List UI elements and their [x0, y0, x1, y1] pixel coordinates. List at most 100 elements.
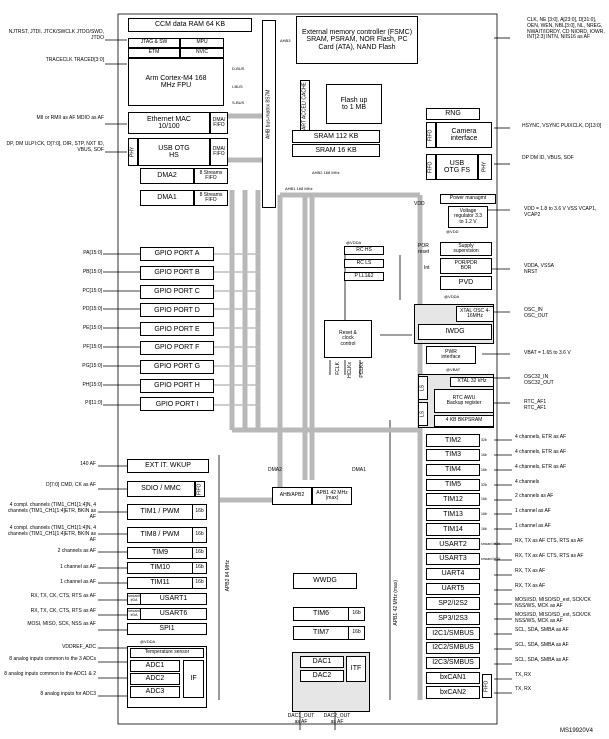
- apb1-periph-2: TIM3: [426, 448, 480, 462]
- jtag-signals: NJTRST, JTDI, JTCK/SWCLK JTDO/SWD, JTDO: [8, 29, 104, 41]
- pll: P LL1&2: [344, 272, 384, 281]
- vdda-signals: VDDA, VSSA NRST: [524, 263, 554, 275]
- apb1-periph-bits-2: 16b: [481, 452, 487, 457]
- gpio-pins-7: PG[15:0]: [82, 362, 102, 369]
- gpio-bus-taps: [214, 253, 260, 406]
- spi1-signals: MOSI, MISO, SCK, NSS as AF: [27, 621, 96, 627]
- int-label: Int: [424, 265, 430, 271]
- usart6-smcard: smcard irDA: [127, 608, 141, 620]
- apb1-periph-bits-8: smcard irDA: [481, 541, 501, 546]
- spi1: SPI1: [127, 623, 207, 635]
- apb1-periph-13: SP3/I2S3: [426, 612, 480, 625]
- tim8-bits: 16b: [193, 527, 207, 543]
- reset-clock-control: Reset & clock control: [324, 320, 372, 358]
- gpio-pins-8: PH[15:0]: [82, 381, 102, 388]
- tim1-pwm: TIM1 / PWM: [127, 504, 193, 520]
- apb1-periph-10: UART4: [426, 567, 480, 581]
- flash-block: Flash up to 1 MB: [326, 84, 382, 124]
- ahb-apb2-bridge: AHB/APB2: [272, 487, 312, 505]
- sbus-label: S-BUS: [232, 100, 245, 105]
- adc3: ADC3: [130, 686, 180, 698]
- camera-fifo: FIFO: [426, 122, 436, 148]
- osc-signals: OSC_IN OSC_OUT: [524, 307, 549, 319]
- sram-16: SRAM 16 KB: [292, 144, 380, 157]
- apb1-periph-18: bxCAN2: [426, 686, 480, 699]
- dma1-streams: 8 Streams FIFO: [194, 190, 228, 206]
- tim10: TIM10: [127, 562, 193, 574]
- tim9-bits: 16b: [193, 547, 207, 559]
- tim9-signals: 2 channels as AF: [57, 548, 96, 554]
- hclk-label: HCLKx: [347, 362, 353, 378]
- osc32-signals: OSC32_IN OSC32_OUT: [524, 374, 554, 386]
- apb1-periph-bits-9: smcard irDA: [481, 556, 501, 561]
- apb1-periph-signals-4: 4 channels: [515, 478, 540, 485]
- gpio-pins-9: PI[11:0]: [85, 400, 102, 407]
- por-reset-label: POR reset: [418, 243, 430, 255]
- fclk-label: FCLK: [335, 362, 341, 375]
- usb-hs-phy: PHY: [128, 138, 138, 166]
- apb1-periph-signals-14: SCL, SDA, SMBA as AF: [515, 627, 569, 634]
- nvic-block: NVIC: [180, 48, 224, 58]
- usb-fs-phy: PHY: [478, 154, 492, 180]
- usart1: USART1: [141, 593, 207, 605]
- apb1-periph-bits-1: 32b: [481, 438, 487, 442]
- rc-hs: RC HS: [344, 246, 384, 255]
- xtal-32k: XTAL 32 kHz: [450, 377, 494, 387]
- apb1-periph-9: USART3: [426, 552, 480, 566]
- usb-hs-signals: DP, DM ULPI:CK, D[7:0], DIR, STP, NXT ID…: [6, 141, 104, 153]
- vbat-signal: VBAT = 1.65 to 3.6 V: [524, 350, 571, 356]
- apb1-periph-signals-11: RX, TX as AF: [515, 582, 546, 589]
- tim11-bits: 16b: [193, 577, 207, 589]
- adc-common-3: 8 analog inputs common to the 3 ADCs: [9, 656, 96, 662]
- pwr-interface: PWR interface: [426, 346, 476, 364]
- adc2: ADC2: [130, 673, 180, 685]
- mpu-block: MPU: [180, 38, 224, 48]
- apb1-periph-signals-9: RX, TX as AF CTS, RTS as AF: [515, 552, 584, 559]
- figure-code: MS19920V4: [560, 728, 594, 734]
- apb1-periph-bits-4: 32b: [481, 482, 487, 487]
- vddref-adc: VDDREF_ADC: [62, 644, 96, 650]
- camera-signals: HSYNC, VSYNC PUIXCLK, D[13:0]: [522, 123, 602, 129]
- gpio-port-2: GPIO PORT B: [140, 265, 214, 280]
- dma2-link-label: DMA2: [268, 467, 282, 473]
- apb1-periph-12: SP2/I2S2: [426, 597, 480, 610]
- rtc-block: RTC AWU Backup register: [434, 389, 494, 413]
- tim7: TIM7: [293, 626, 349, 640]
- rng-block: RNG: [426, 108, 480, 120]
- usart1-signals: RX, TX, CK, CTS, RTS as AF: [30, 593, 96, 599]
- ext-it-signals: 140 AF: [80, 461, 96, 467]
- usart6-signals: RX, TX, CK, CTS, RTS as AF: [30, 608, 96, 614]
- rtc-af-signals: RTC_AF1 RTC_AF1: [524, 399, 547, 411]
- usb-fs-fifo: FIFO: [426, 154, 436, 180]
- gpio-pins-3: PC[15:0]: [82, 287, 102, 294]
- tim1-bits: 16b: [193, 504, 207, 520]
- apb1-periph-5: TIM12: [426, 493, 480, 506]
- wwdg: WWDG: [293, 573, 357, 589]
- vdd-label: VDD: [414, 201, 425, 207]
- usart1-smcard: smcard irDA: [127, 593, 141, 605]
- gpio-port-1: GPIO PORT A: [140, 247, 214, 261]
- voltage-regulator: Voltage regulator 3.3 to 1.2 V: [448, 206, 488, 228]
- gpio-pins-1: PA[15:0]: [83, 250, 102, 256]
- tim8-signals: 4 compl. channels (TIM1_CH1[1:4]N, 4 cha…: [7, 525, 96, 543]
- vbat-tag: @VBAT: [446, 367, 461, 372]
- apb1-periph-signals-17: TX, RX: [515, 671, 532, 678]
- right-periph-lines: [494, 439, 512, 694]
- sdio-mmc: SDIO / MMC: [127, 481, 195, 497]
- gpio-port-5: GPIO PORT E: [140, 322, 214, 337]
- tim9: TIM9: [127, 547, 193, 559]
- apb1-bus-label: APB1 42 MHz (max): [393, 580, 399, 626]
- tim8-pwm: TIM8 / PWM: [127, 527, 193, 543]
- art-accelerator: ART ACCEL/ CACHE: [300, 80, 310, 132]
- apb1-periph-signals-10: RX, TX as AF: [515, 567, 546, 574]
- pvd-block: PVD: [440, 276, 492, 290]
- dbus-label: D-BUS: [232, 66, 245, 71]
- ahb1-label: AHB1 168 MHz: [285, 186, 313, 191]
- sdio-fifo: FIFO: [195, 481, 205, 497]
- gpio-port-4: GPIO PORT D: [140, 303, 214, 318]
- adc-if: IF: [183, 660, 204, 698]
- usb-otg-hs: USB OTG HS: [138, 138, 210, 166]
- dma1-link-label: DMA1: [352, 467, 366, 473]
